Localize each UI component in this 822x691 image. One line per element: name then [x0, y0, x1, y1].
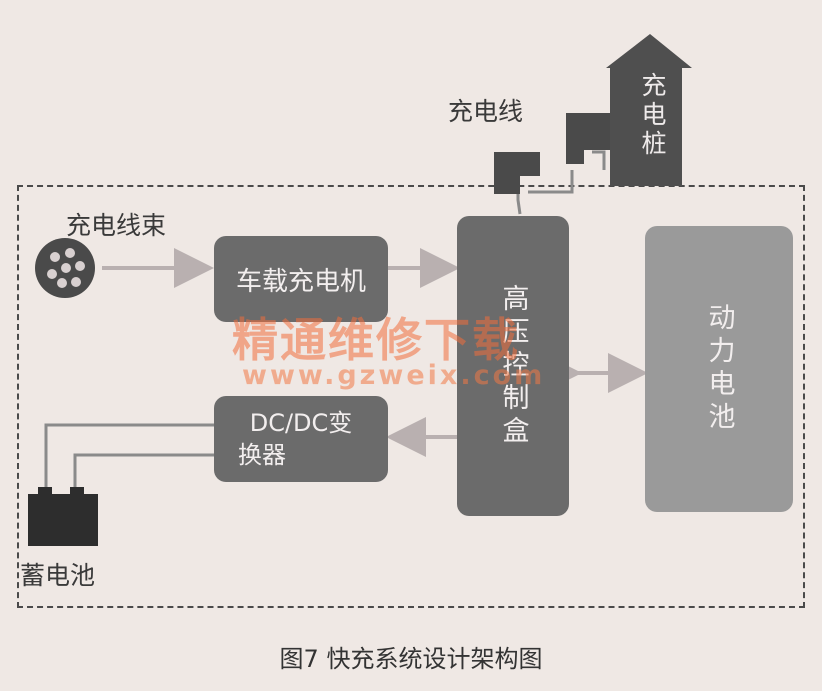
onboard-charger-label: 车载充电机 [235, 266, 366, 297]
wire-pile [592, 150, 606, 170]
storage-battery-label: 蓄电池 [20, 561, 96, 590]
charging-pile-label: 充电桩 [638, 72, 667, 159]
watermark-url: www.gzweix.com [242, 360, 546, 391]
charging-pile-shape [606, 34, 692, 186]
dcdc-label-line2: 换器 [238, 441, 286, 469]
dcdc-label-line1: DC/DC变 [249, 409, 353, 437]
onboard-charger-box: 车载充电机 [214, 236, 388, 322]
harness-label: 充电线束 [66, 211, 167, 240]
hv-control-box: 高压控制盒 [457, 216, 569, 516]
wire-dcdc-battery-neg [73, 453, 214, 496]
cable-plug-pile [566, 113, 612, 164]
system-boundary [17, 185, 805, 608]
dcdc-converter-box: DC/DC变 换器 [214, 396, 388, 482]
watermark-text: 精通维修下载 [232, 313, 520, 367]
cable-plug-vehicle [494, 152, 540, 194]
power-battery-label: 动力电池 [703, 303, 735, 435]
power-battery-box: 动力电池 [645, 226, 793, 512]
wire-dcdc-battery-pos [44, 423, 214, 496]
charging-cable-label: 充电线 [448, 97, 524, 126]
charging-harness-socket [35, 238, 95, 298]
hv-control-box-label: 高压控制盒 [497, 283, 529, 449]
figure-caption: 图7 快充系统设计架构图 [279, 645, 543, 673]
storage-battery-shape [28, 487, 98, 546]
wire-cable [528, 170, 574, 194]
